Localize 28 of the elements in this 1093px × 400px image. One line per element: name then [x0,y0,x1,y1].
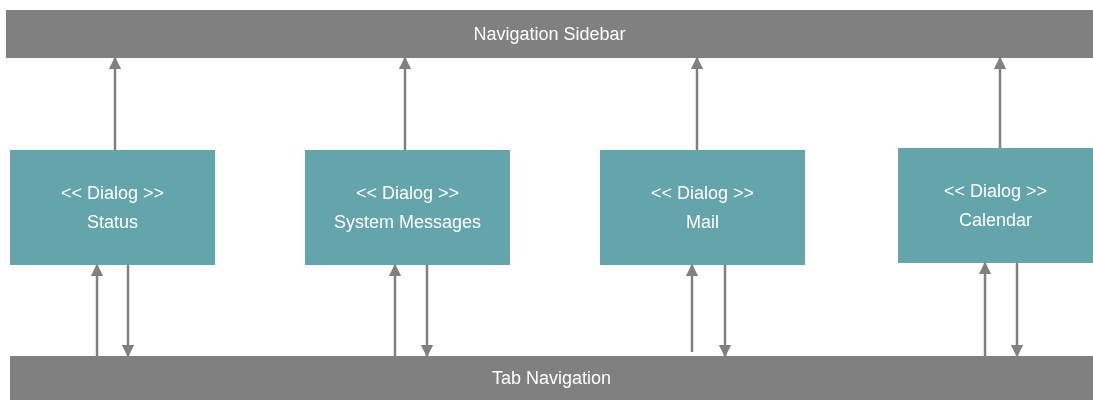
arrow [690,56,704,150]
arrow [993,56,1007,148]
node-label: Navigation Sidebar [473,23,626,45]
arrow [398,56,412,150]
dialog-box [898,148,1093,263]
dialog-box [600,150,805,265]
navigation-bar [6,10,1093,58]
arrow [90,263,104,356]
dialog-box [305,150,510,265]
stereotype-label: << Dialog >> [650,181,755,205]
stereotype-label: << Dialog >> [60,181,165,205]
arrow [1010,263,1024,358]
arrow [685,263,699,352]
node-label: Tab Navigation [491,367,612,389]
arrow [978,261,992,356]
node-label: System Messages [333,210,482,234]
node-label: Calendar [958,208,1032,232]
node-label: Mail [686,210,719,234]
stereotype-label: << Dialog >> [355,181,460,205]
arrow [108,56,122,150]
navigation-bar [10,356,1093,400]
node-label: Status [87,210,138,234]
stereotype-label: << Dialog >> [943,179,1048,203]
arrow [420,265,434,358]
arrow [388,263,402,356]
arrow [718,265,732,358]
dialog-box [10,150,215,265]
arrow [121,265,135,358]
